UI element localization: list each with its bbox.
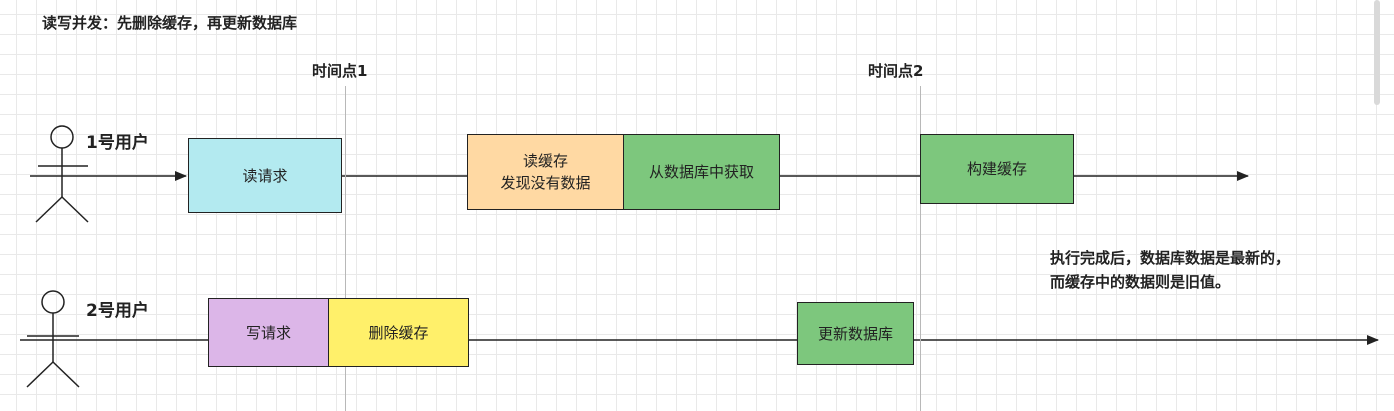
user1-build-cache-box: 构建缓存 <box>920 134 1074 204</box>
step-label: 更新数据库 <box>817 324 893 343</box>
step-label: 读缓存 <box>522 152 568 170</box>
result-note: 执行完成后，数据库数据是最新的， 而缓存中的数据则是旧值。 <box>1050 246 1290 294</box>
step-label: 删除缓存 <box>368 323 429 342</box>
user2-update-db-box: 更新数据库 <box>797 302 914 365</box>
user2-label: 2号用户 <box>86 301 149 321</box>
vertical-scrollbar[interactable] <box>1374 0 1380 105</box>
time-point-1-label: 时间点1 <box>312 62 368 80</box>
time-point-2-line <box>920 86 921 411</box>
step-label: 发现没有数据 <box>500 174 591 192</box>
result-note-line-2: 而缓存中的数据则是旧值。 <box>1050 273 1231 291</box>
step-label: 读请求 <box>242 166 288 185</box>
user1-fetch-db-box: 从数据库中获取 <box>623 134 780 210</box>
user2-actor-icon <box>26 290 80 388</box>
user2-write-request-box: 写请求 <box>208 298 329 367</box>
result-note-line-1: 执行完成后，数据库数据是最新的， <box>1050 249 1291 267</box>
user2-delete-cache-box: 删除缓存 <box>328 298 469 367</box>
diagram-title: 读写并发：先删除缓存，再更新数据库 <box>42 14 298 32</box>
time-point-1-line <box>345 86 346 411</box>
step-label: 写请求 <box>245 323 291 342</box>
time-point-2-label: 时间点2 <box>868 62 924 80</box>
user1-read-cache-box: 读缓存 发现没有数据 <box>467 134 624 210</box>
step-label: 构建缓存 <box>966 160 1027 178</box>
user1-label: 1号用户 <box>86 133 149 153</box>
step-label: 从数据库中获取 <box>648 163 754 181</box>
user1-read-request-box: 读请求 <box>188 138 342 213</box>
user1-actor-icon <box>35 125 89 223</box>
